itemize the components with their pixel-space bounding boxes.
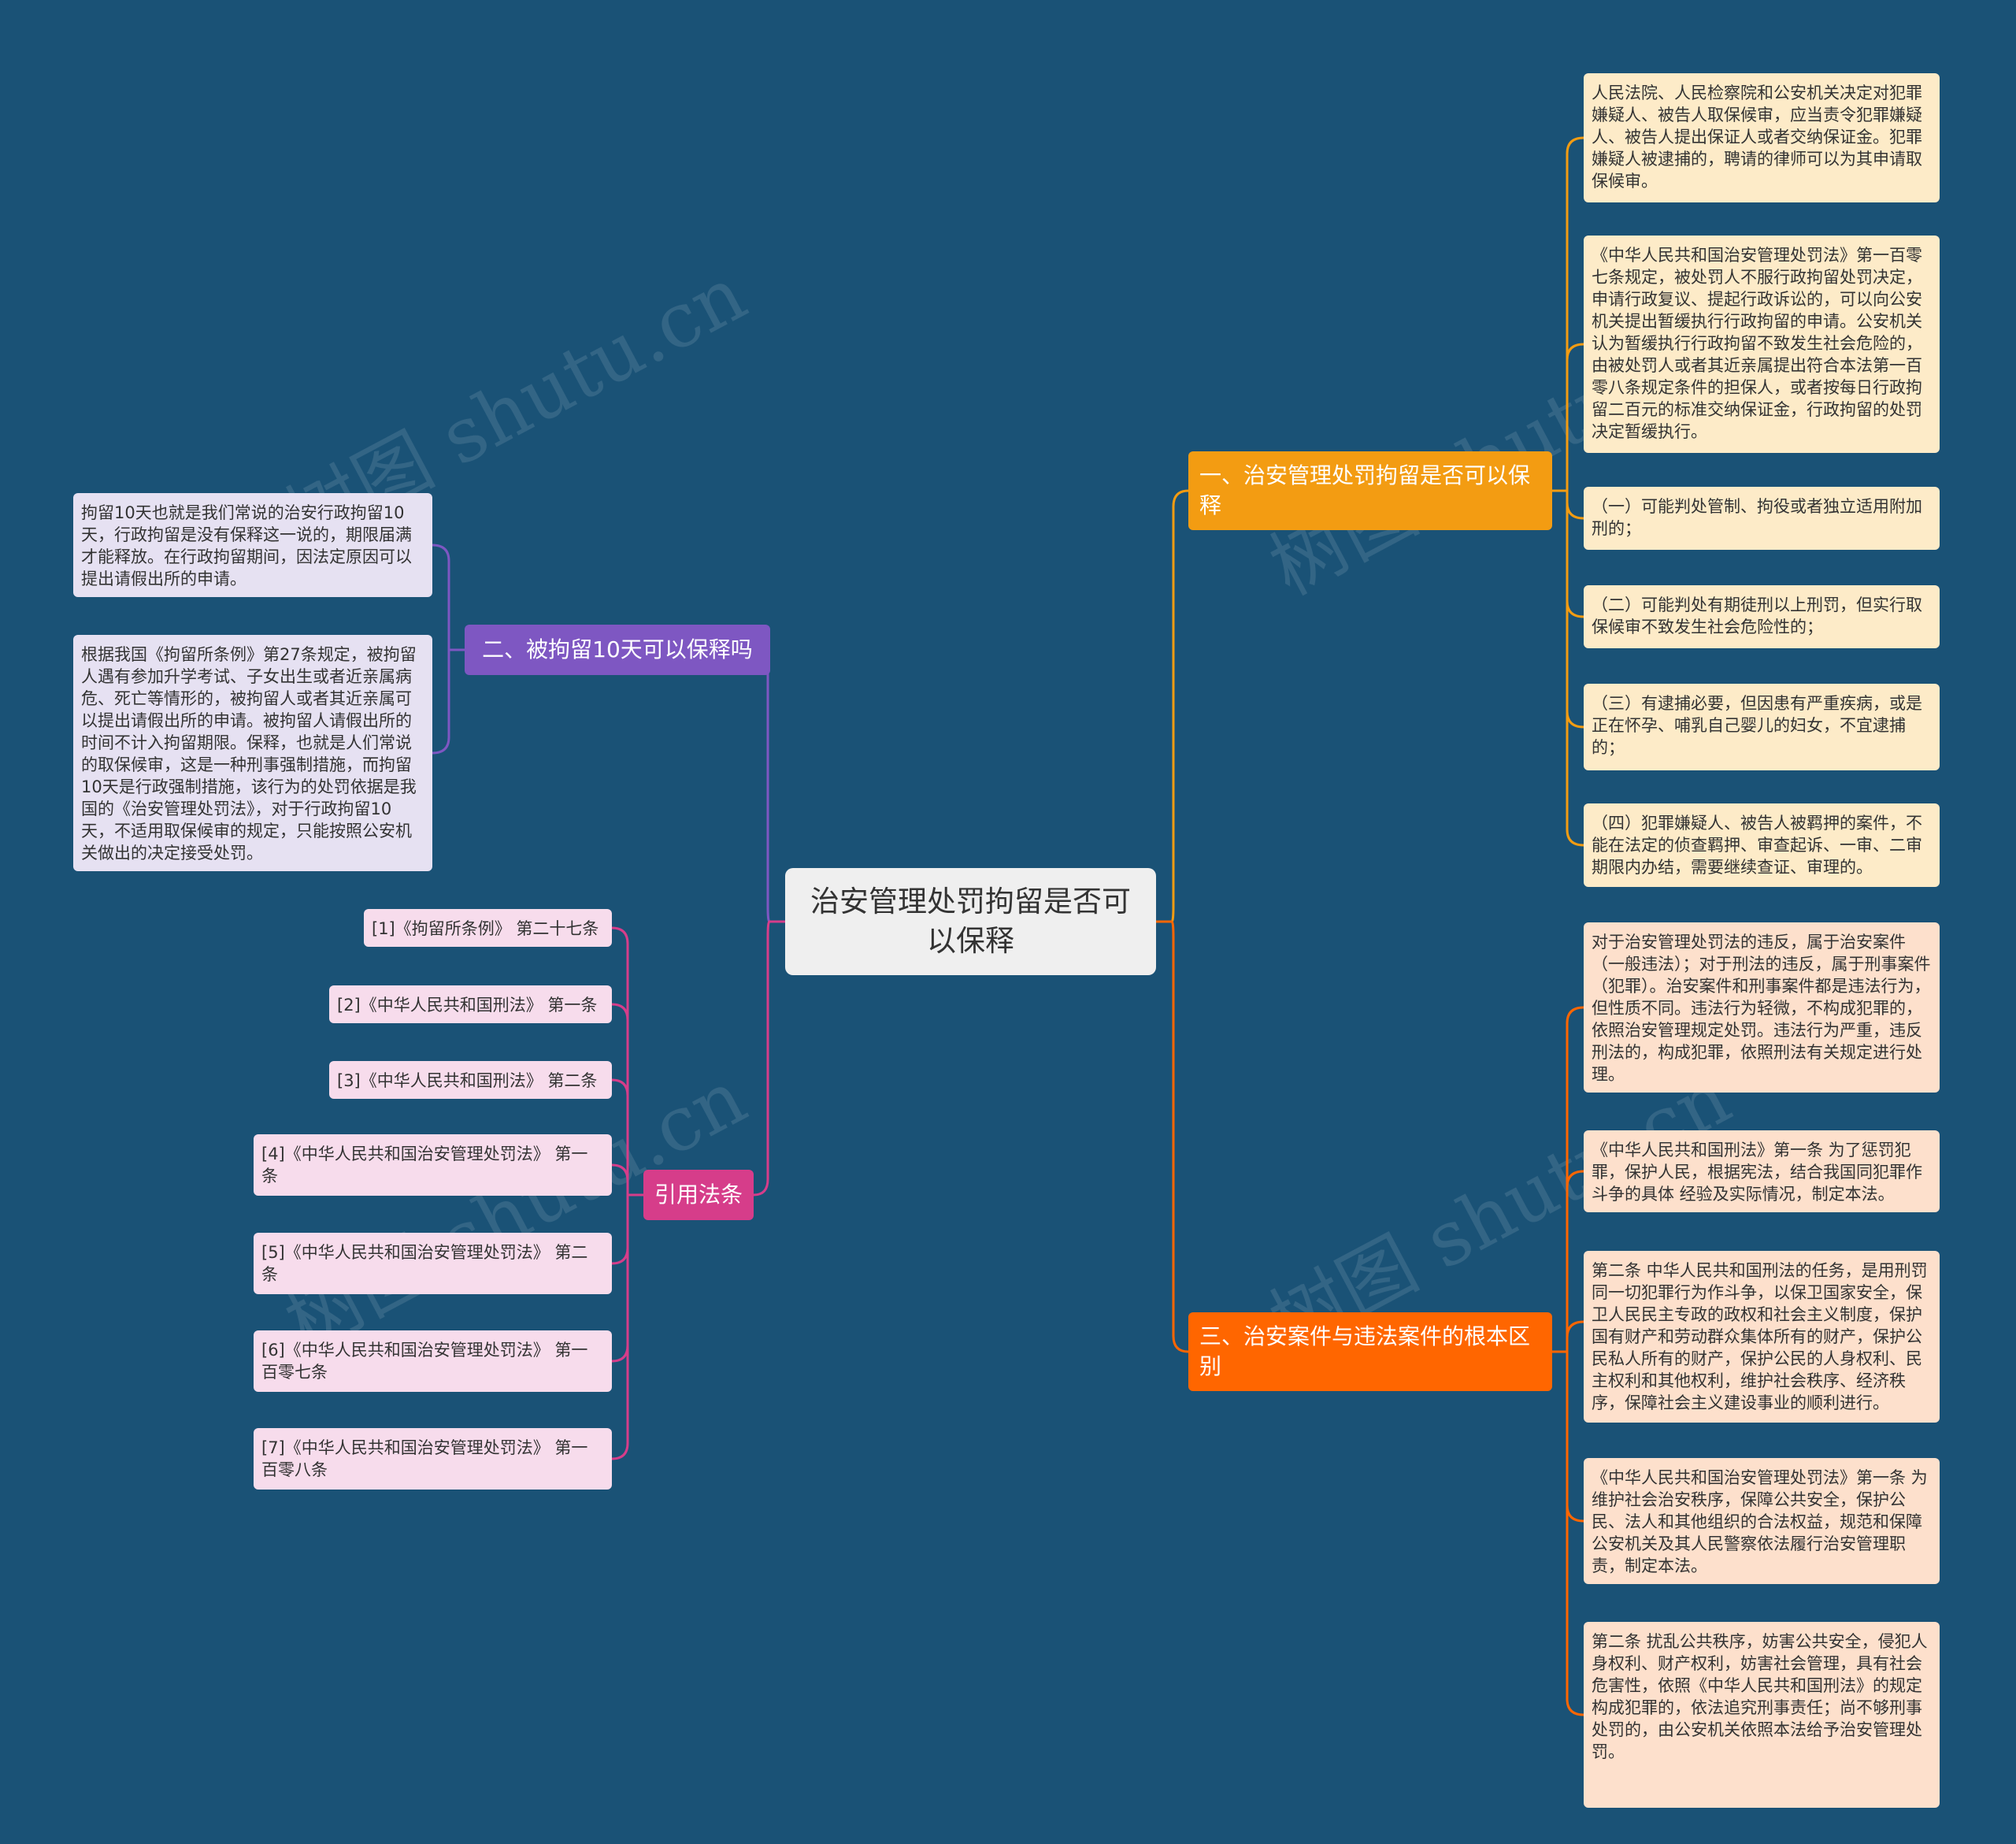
leaf-node[interactable]: 《中华人民共和国治安管理处罚法》第一百零七条规定，被处罚人不服行政拘留处罚决定，… xyxy=(1584,236,1940,453)
link-branch4-leaf xyxy=(611,1078,629,1195)
central-topic[interactable]: 治安管理处罚拘留是否可以保释 xyxy=(785,868,1156,975)
link-branch4-leaf xyxy=(611,926,643,1197)
citation-item[interactable]: [2]《中华人民共和国刑法》 第一条 xyxy=(329,985,612,1023)
link-branch1-leaf xyxy=(1552,136,1584,492)
link-branch4-leaf xyxy=(611,1195,629,1265)
citation-item[interactable]: [4]《中华人民共和国治安管理处罚法》 第一条 xyxy=(254,1134,612,1196)
link-central-branch2 xyxy=(751,648,785,923)
link-central-branch4 xyxy=(753,920,785,1197)
link-branch3-leaf xyxy=(1566,1320,1584,1352)
link-branch3-leaf xyxy=(1566,1352,1584,1523)
branch-topic-cited-laws[interactable]: 引用法条 xyxy=(643,1170,754,1220)
leaf-node[interactable]: 《中华人民共和国刑法》第一条 为了惩罚犯罪，保护人民，根据宪法，结合我国同犯罪作… xyxy=(1584,1130,1940,1212)
link-central-branch3 xyxy=(1156,920,1189,1353)
citation-item[interactable]: [7]《中华人民共和国治安管理处罚法》 第一百零八条 xyxy=(254,1428,612,1490)
link-branch1-leaf xyxy=(1566,343,1584,491)
link-branch4-leaf xyxy=(611,1163,629,1195)
link-branch2-leaf xyxy=(432,544,465,651)
link-branch1-leaf xyxy=(1566,491,1584,847)
branch-topic-bail-possibility[interactable]: 一、治安管理处罚拘留是否可以保释 xyxy=(1188,451,1552,530)
link-branch3-leaf xyxy=(1566,1352,1584,1716)
leaf-node[interactable]: 第二条 扰乱公共秩序，妨害公共安全，侵犯人身权利、财产权利，妨害社会管理，具有社… xyxy=(1584,1622,1940,1808)
link-branch4-leaf xyxy=(611,1195,629,1363)
leaf-node[interactable]: 对于治安管理处罚法的违反，属于治安案件（一般违法）；对于刑法的违反，属于刑事案件… xyxy=(1584,922,1940,1093)
citation-item[interactable]: [5]《中华人民共和国治安管理处罚法》 第二条 xyxy=(254,1233,612,1294)
leaf-node[interactable]: （四）犯罪嫌疑人、被告人被羁押的案件，不能在法定的侦查羁押、审查起诉、一审、二审… xyxy=(1584,803,1940,887)
leaf-node[interactable]: （二）可能判处有期徒刑以上刑罚，但实行取保候审不致发生社会危险性的； xyxy=(1584,585,1940,648)
leaf-node[interactable]: （三）有逮捕必要，但因患有严重疾病，或是正在怀孕、哺乳自己婴儿的妇女，不宜逮捕的… xyxy=(1584,684,1940,770)
link-branch1-leaf xyxy=(1566,491,1584,520)
leaf-node[interactable]: 第二条 中华人民共和国刑法的任务，是用刑罚同一切犯罪行为作斗争，以保卫国家安全，… xyxy=(1584,1251,1940,1423)
leaf-node[interactable]: 人民法院、人民检察院和公安机关决定对犯罪嫌疑人、被告人取保候审，应当责令犯罪嫌疑… xyxy=(1584,73,1940,202)
leaf-node[interactable]: 《中华人民共和国治安管理处罚法》第一条 为维护社会治安秩序，保障公共安全，保护公… xyxy=(1584,1458,1940,1584)
link-branch3-leaf xyxy=(1552,1006,1584,1353)
link-branch2-leaf xyxy=(432,650,450,755)
leaf-node[interactable]: （一）可能判处管制、拘役或者独立适用附加刑的； xyxy=(1584,487,1940,550)
leaf-node[interactable]: 拘留10天也就是我们常说的治安行政拘留10天，行政拘留是没有保释这一说的，期限届… xyxy=(73,493,432,597)
link-central-branch1 xyxy=(1156,489,1189,923)
link-branch4-leaf xyxy=(611,1195,629,1460)
link-branch3-leaf xyxy=(1566,1170,1584,1352)
leaf-node[interactable]: 根据我国《拘留所条例》第27条规定，被拘留人遇有参加升学考试、子女出生或者近亲属… xyxy=(73,635,432,871)
link-branch4-leaf xyxy=(611,1003,629,1195)
citation-item[interactable]: [6]《中华人民共和国治安管理处罚法》 第一百零七条 xyxy=(254,1330,612,1392)
branch-topic-ten-day-detention[interactable]: 二、被拘留10天可以保释吗 xyxy=(465,625,770,675)
citation-item[interactable]: [1]《拘留所条例》 第二十七条 xyxy=(364,909,612,947)
citation-item[interactable]: [3]《中华人民共和国刑法》 第二条 xyxy=(329,1061,612,1099)
branch-topic-case-difference[interactable]: 三、治安案件与违法案件的根本区别 xyxy=(1188,1312,1552,1391)
link-branch1-leaf xyxy=(1566,491,1584,618)
